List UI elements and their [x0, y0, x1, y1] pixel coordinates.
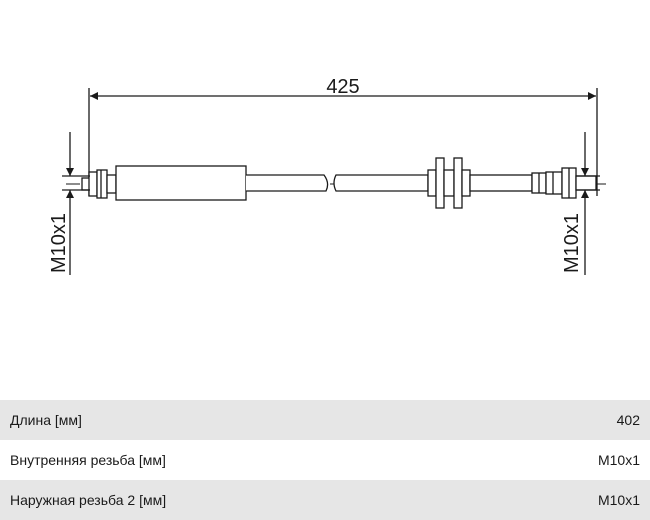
spec-row-length: Длина [мм] 402 — [0, 400, 650, 440]
bracket-hub — [443, 169, 455, 197]
spec-value: 402 — [480, 400, 650, 440]
bracket-plate-right — [453, 157, 463, 209]
thread-dimension-left — [62, 132, 90, 275]
spec-value: M10x1 — [480, 480, 650, 520]
left-hex-nut — [88, 171, 98, 197]
hose-technical-drawing: 425 M10x1 M10x1 — [48, 76, 606, 275]
bracket-clip-left — [427, 169, 437, 197]
specifications-table: Длина [мм] 402 Внутренняя резьба [мм] M1… — [0, 400, 650, 520]
thread-label-left: M10x1 — [48, 213, 70, 273]
spec-label: Длина [мм] — [0, 400, 481, 440]
right-nut-collar — [545, 171, 563, 195]
spec-value: M10x1 — [597, 452, 640, 468]
length-dimension-label: 425 — [326, 76, 359, 98]
spec-label: Внутренняя резьба [мм] — [10, 452, 166, 468]
right-thread-fitting — [575, 175, 597, 191]
spec-row-external-thread: Наружная резьба 2 [мм] M10x1 — [0, 480, 650, 520]
thread-dimension-right — [576, 132, 600, 275]
left-ferrule — [106, 174, 117, 194]
thread-label-right: M10x1 — [561, 213, 583, 273]
left-nut-collar — [96, 169, 108, 199]
bracket-clip-right — [461, 169, 471, 197]
hose-segment-left — [246, 174, 329, 192]
spec-label: Наружная резьба 2 [мм] — [0, 480, 481, 520]
hose-segment-middle — [333, 174, 429, 192]
spec-row-internal-thread: Внутренняя резьба [мм] M10x1 — [0, 440, 650, 480]
hose-segment-right — [469, 174, 533, 192]
hose-sleeve — [115, 165, 247, 201]
hose-assembly — [81, 157, 597, 209]
bracket-plate-left — [435, 157, 445, 209]
